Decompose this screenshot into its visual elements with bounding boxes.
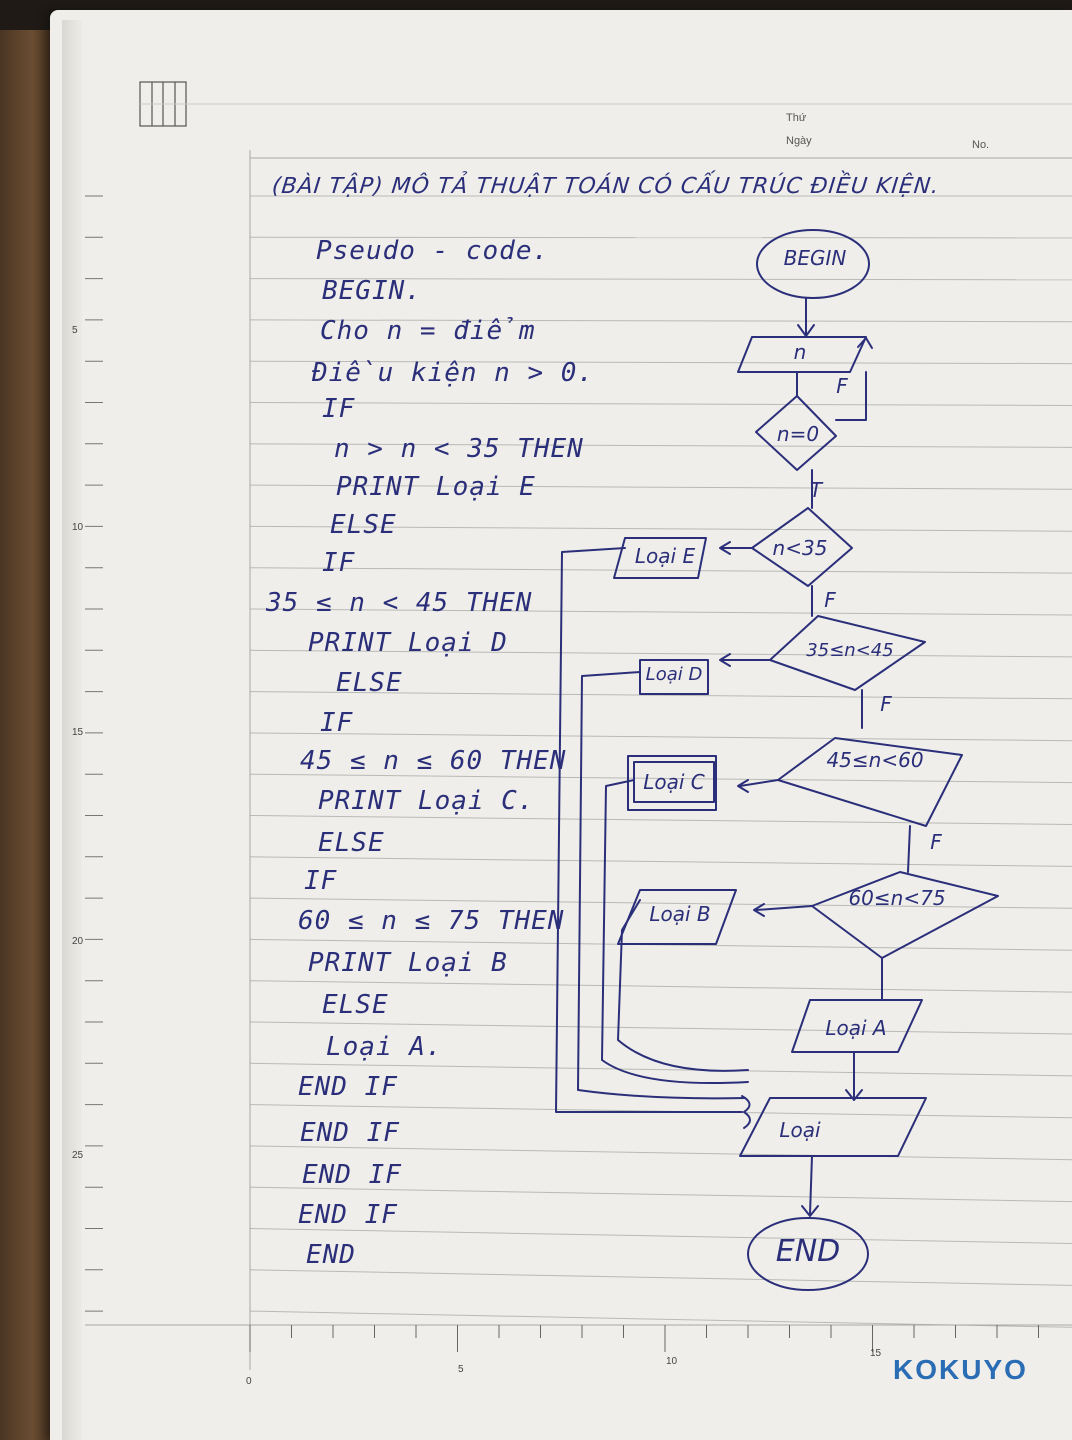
flowchart-shapes (555, 229, 999, 1291)
flow-false-2: F (880, 692, 892, 716)
flow-out-e: Loại E (634, 544, 696, 568)
flow-true-0: T (809, 478, 823, 502)
pseudocode-line: 45 ≤ n ≤ 60 THEN (300, 746, 567, 776)
pseudocode-line: PRINT Loại B (308, 948, 508, 978)
flow-false-0: F (836, 374, 848, 398)
ruler-number: 15 (72, 727, 84, 738)
decision-n75 (811, 871, 999, 959)
ruler-number: 20 (72, 936, 84, 947)
box-loai-final (739, 1097, 927, 1157)
ruler-number: 0 (246, 1376, 252, 1387)
flow-out-a: Loại A (825, 1016, 887, 1040)
flow-end: END (775, 1234, 841, 1269)
box-loai-d (639, 659, 709, 695)
pseudocode-line: END IF (302, 1160, 402, 1190)
input-parallelogram (737, 336, 867, 373)
decision-n35 (751, 507, 853, 587)
ruler-number: 5 (72, 325, 78, 336)
flow-out-b: Loại B (649, 902, 711, 926)
pseudocode-line: END (306, 1240, 356, 1270)
end-terminal (747, 1217, 869, 1291)
pseudocode-line: Pseudo - code. (316, 236, 550, 266)
pseudocode-line: Điều kiện n > 0. (312, 358, 595, 388)
page-edge (62, 20, 82, 1440)
pseudocode-line: IF (322, 548, 356, 578)
flow-false-3: F (930, 830, 942, 854)
kokuyo-logo: KOKUYO (893, 1354, 1028, 1385)
pseudocode-line: END IF (298, 1200, 398, 1230)
pseudocode-line: 35 ≤ n < 45 THEN (266, 588, 533, 618)
pseudocode-line: Cho n = điểm (320, 316, 536, 346)
flow-input: n (793, 340, 807, 364)
flow-begin: BEGIN (783, 246, 847, 270)
pseudocode-line: n > n < 35 THEN (334, 434, 584, 464)
pseudocode-line: END IF (300, 1118, 400, 1148)
ruler-number: 15 (870, 1348, 882, 1359)
thu-label: Thứ (786, 112, 807, 124)
decision-n45 (769, 615, 926, 691)
pseudocode-line: IF (320, 708, 354, 738)
decision-n60 (777, 737, 963, 827)
box-loai-a (791, 999, 923, 1053)
pseudocode-line: ELSE (336, 668, 403, 698)
pseudocode-line: PRINT Loại E (336, 472, 536, 502)
pseudocode-line: ELSE (322, 990, 389, 1020)
no-label: No. (972, 139, 990, 151)
ruler-number: 10 (72, 522, 84, 533)
flow-out-final: Loại (779, 1118, 821, 1142)
ngay-label: Ngày (786, 135, 812, 147)
flow-out-d: Loại D (645, 664, 703, 685)
flow-cond4: 60≤n<75 (848, 886, 946, 910)
ruler-number: 10 (666, 1356, 678, 1367)
pseudocode-line: ELSE (330, 510, 397, 540)
pseudocode-line: PRINT Loại D (308, 628, 508, 658)
pseudocode-line: Loại A. (326, 1032, 443, 1062)
flow-cond1: n<35 (772, 536, 828, 560)
pseudocode-line: ELSE (318, 828, 385, 858)
begin-terminal (756, 229, 870, 299)
pseudocode-line: 60 ≤ n ≤ 75 THEN (298, 906, 565, 936)
flow-cond2: 35≤n<45 (806, 640, 894, 661)
pseudocode-line: END IF (298, 1072, 398, 1102)
flow-out-c: Loại C (643, 770, 705, 794)
flow-false-1: F (824, 588, 836, 612)
pseudocode-line: BEGIN. (322, 276, 422, 306)
page-title: (BÀI TẬP) MÔ TẢ THUẬT TOÁN CÓ CẤU TRÚC Đ… (270, 174, 941, 199)
flow-cond3: 45≤n<60 (826, 748, 924, 772)
ruler-number: 5 (458, 1364, 464, 1375)
ruler-number: 25 (72, 1150, 84, 1161)
box-loai-c (633, 761, 715, 803)
pseudocode-line: IF (322, 394, 356, 424)
pseudocode-line: PRINT Loại C. (318, 786, 535, 816)
pseudocode-line: IF (304, 866, 338, 896)
flow-cond0: n=0 (776, 422, 820, 446)
decision-n0 (755, 395, 837, 471)
box-loai-e (613, 537, 707, 579)
